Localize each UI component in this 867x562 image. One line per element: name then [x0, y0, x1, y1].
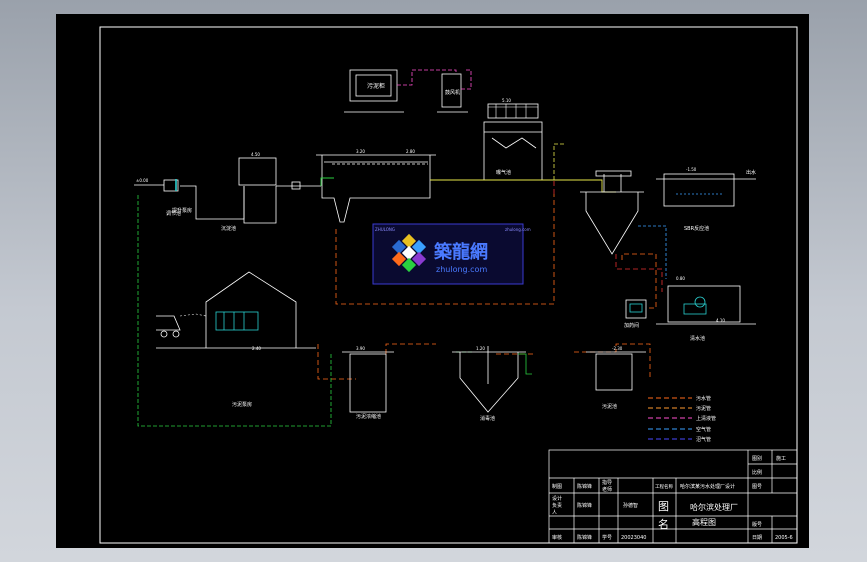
tb-r3-c5: 哈尔滨某污水处理厂设计 — [680, 483, 735, 490]
dim-10: 0.80 — [676, 276, 685, 281]
sbr-tank — [656, 173, 756, 207]
label-lower-2: 消毒池 — [480, 415, 495, 422]
tb-r5-c1: 陈锦锋 — [577, 534, 592, 541]
effluent-pipe — [430, 179, 616, 193]
title-block — [548, 449, 798, 544]
dim-6: 2.40 — [252, 346, 261, 351]
blower-grid — [488, 104, 538, 118]
dim-3: 5.10 — [502, 98, 511, 103]
elevation-drawing: 污泥柜 鼓风机 — [99, 26, 798, 544]
legend-label-4: 沼气管 — [696, 436, 711, 443]
blower-room — [344, 69, 468, 113]
label-upper-1: 鼓风机 — [445, 89, 460, 96]
legend-label-0: 污水管 — [696, 395, 711, 402]
tb-r3-c2b: 老师 — [602, 486, 612, 493]
dim-7: 3.90 — [356, 346, 365, 351]
pipe-legend: 污水管 污泥管 上清液管 空气管 沼气管 — [648, 395, 716, 443]
sludge-pipe-network — [317, 194, 657, 380]
tb-r2-label: 比例 — [752, 469, 762, 476]
tb-tuming-a: 图 — [658, 500, 669, 513]
tb-date-value: 2005-6 — [775, 535, 793, 541]
tb-r3-label: 图号 — [752, 484, 762, 490]
tb-r5-c0: 审核 — [552, 534, 562, 541]
legend-label-3: 空气管 — [696, 426, 711, 433]
label-upper-2: 调节池 — [166, 210, 181, 217]
yellow-supernatant — [553, 143, 566, 180]
label-lower-5: 加药间 — [624, 322, 639, 329]
drawing-frame — [99, 26, 798, 544]
settling-tank — [580, 170, 644, 255]
dim-11: 4.10 — [716, 318, 725, 323]
label-lower-0: 污泥泵房 — [232, 401, 252, 408]
zhulong-logo-icon — [391, 233, 427, 273]
digester-gas-pipe — [518, 353, 532, 375]
grit-chamber — [316, 154, 436, 223]
watermark-url: zhulong.com — [436, 265, 487, 274]
tb-r4-c0c: 人 — [552, 510, 557, 516]
tb-r3-c0: 制图 — [552, 483, 562, 490]
label-upper-3: 沉淀池 — [221, 225, 236, 232]
legend-label-2: 上清液管 — [696, 415, 716, 422]
influent-well — [134, 157, 321, 224]
label-lower-1: 污泥浓缩池 — [356, 413, 381, 420]
tb-r5-c3: 20023040 — [621, 535, 646, 541]
sludge-truck-path — [179, 313, 207, 317]
tb-r4-c3: 孙德智 — [623, 502, 638, 509]
sludge-tank — [586, 351, 646, 391]
clear-water-tank — [656, 285, 756, 325]
dim-2: 2.80 — [406, 149, 415, 154]
aeration-tank — [476, 103, 550, 181]
tb-drawing-name-b: 高程图 — [692, 517, 716, 527]
supernatant-lines — [397, 69, 472, 90]
tb-r4-c1: 陈锦锋 — [577, 502, 592, 509]
sludge-pipe-red — [553, 180, 663, 292]
label-upper-5: SBR反应池 — [684, 225, 709, 232]
tb-tuming-b: 名 — [658, 517, 669, 531]
sludge-pump-house — [156, 271, 316, 349]
label-lower-4: 清水池 — [690, 335, 705, 342]
label-lower-6: 提升泵房 — [172, 207, 192, 214]
label-upper-0: 污泥柜 — [367, 82, 385, 90]
tb-r3-c2a: 指导 — [602, 479, 612, 486]
watermark-logo-text: 築龍網 — [433, 241, 488, 263]
dim-1: 3.20 — [356, 149, 365, 154]
tb-drawing-name-a: 哈尔滨处理厂 — [690, 502, 738, 512]
tb-r4-c0b: 负责 — [552, 502, 562, 509]
watermark-corner-right: zhulong.com — [505, 227, 531, 232]
tb-r1-value: 施工 — [776, 455, 786, 462]
blue-air-line — [638, 225, 667, 279]
dim-9: -2.30 — [612, 346, 623, 351]
tb-r4-c0a: 设计 — [552, 495, 562, 502]
tb-date-label: 日期 — [752, 535, 762, 541]
label-upper-6: 出水 — [746, 169, 756, 176]
watermark-corner-left: ZHULONG — [375, 227, 395, 232]
label-lower-3: 污泥池 — [602, 403, 617, 410]
dosing-room — [625, 299, 647, 319]
thickener — [342, 351, 394, 413]
digester — [452, 346, 526, 413]
dim-5: -1.50 — [686, 167, 697, 172]
green-pipe-short — [320, 177, 334, 186]
label-upper-4: 曝气池 — [496, 169, 511, 176]
dim-0: 4.50 — [251, 152, 260, 157]
dim-8: 1.20 — [476, 346, 485, 351]
dim-4: ±0.00 — [136, 178, 149, 183]
tb-r3-c1: 陈锦锋 — [577, 483, 592, 490]
tb-version-label: 版号 — [752, 521, 762, 528]
tb-r5-c2: 学号 — [602, 534, 612, 541]
watermark: ZHULONG zhulong.com 築龍網 zhulong.com — [372, 223, 531, 285]
legend-label-1: 污泥管 — [696, 405, 711, 412]
tb-r3-c4: 工程名称 — [655, 483, 673, 490]
drawing-sheet: 污泥柜 鼓风机 — [56, 14, 809, 548]
tb-r1-label: 图别 — [752, 455, 762, 462]
